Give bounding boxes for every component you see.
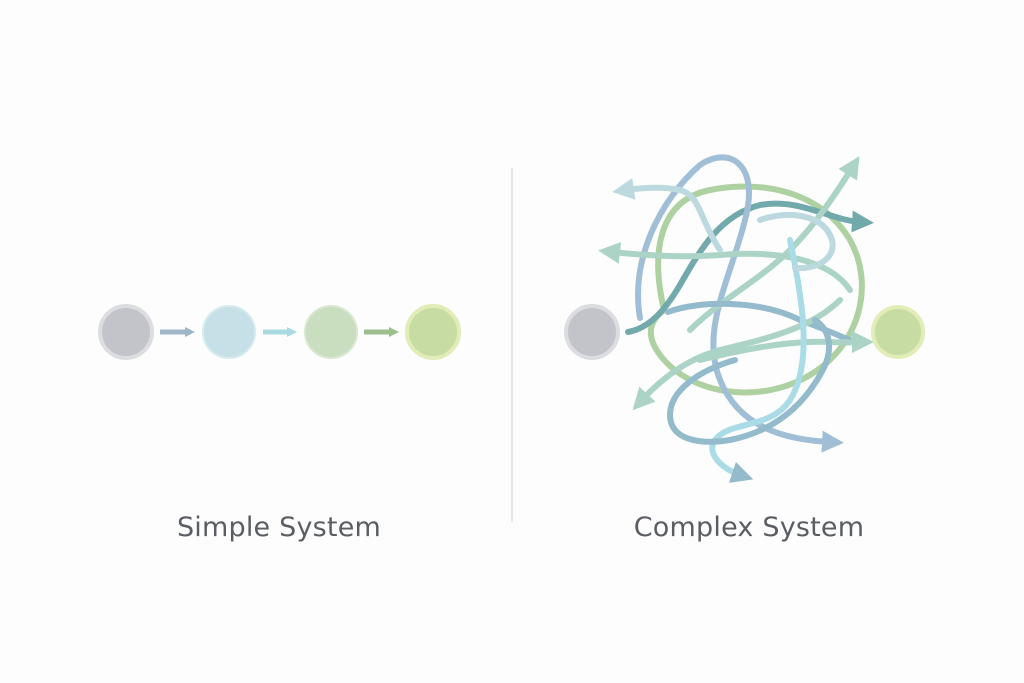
simple-system-label: Simple System — [176, 512, 382, 543]
complex-start-node — [564, 304, 620, 360]
simple-node-2 — [202, 305, 256, 359]
complex-strand-pale-upper — [612, 177, 723, 253]
complex-strand-mint-right — [697, 331, 874, 363]
simple-node-1 — [98, 304, 154, 360]
complex-strand-steel-lower — [666, 317, 833, 445]
complex-end-node — [871, 305, 925, 359]
simple-node-4 — [405, 304, 461, 360]
complex-strand-teal-start — [625, 200, 874, 335]
complex-strand-cyan-down — [709, 237, 807, 483]
complex-strand-mint-left — [598, 241, 853, 293]
complex-strand-mint-lower — [632, 297, 843, 411]
complex-strand-blue-tall — [635, 154, 844, 453]
simple-node-3 — [304, 305, 358, 359]
complex-system-label: Complex System — [633, 512, 865, 543]
complex-system — [598, 154, 874, 483]
complex-strand-pale-curl — [757, 212, 836, 272]
simple-system — [98, 304, 461, 360]
